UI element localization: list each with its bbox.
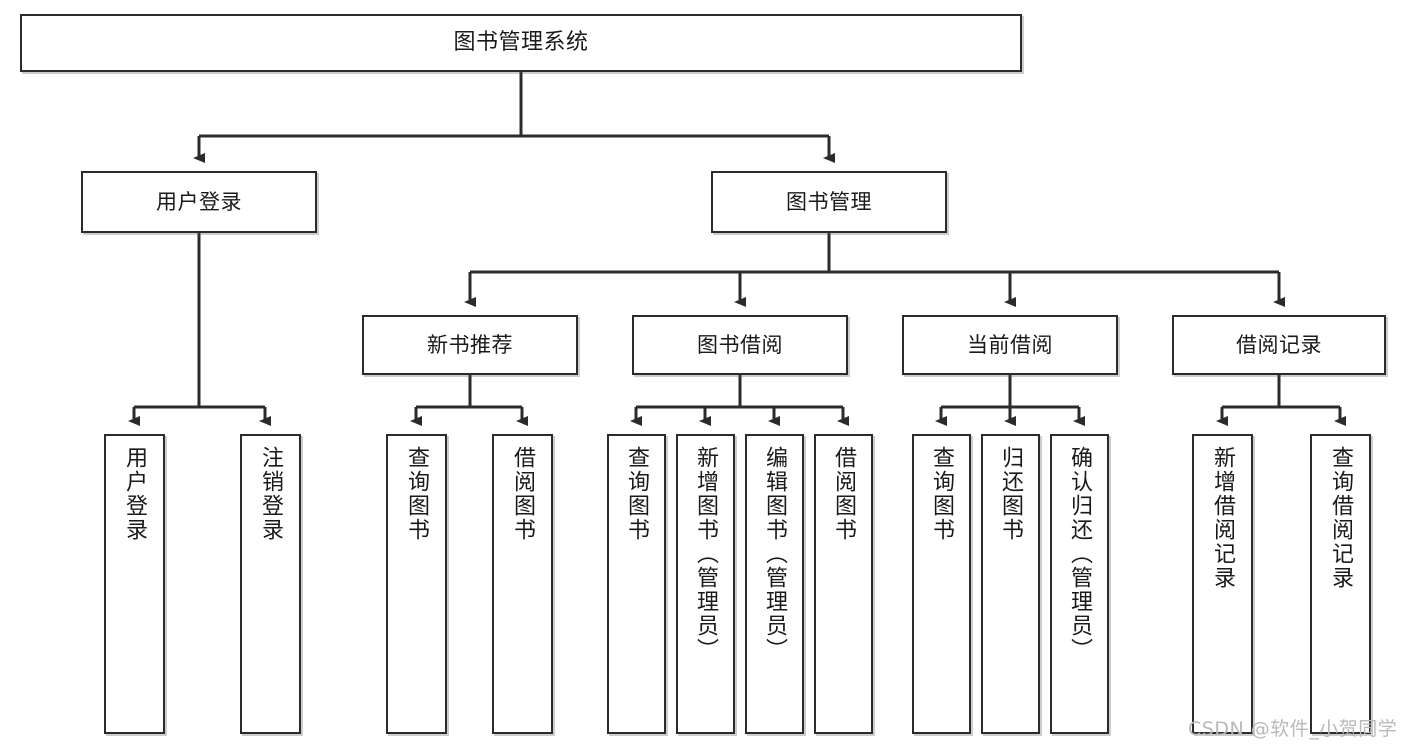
node-label: 新增借阅记录 bbox=[1210, 446, 1236, 590]
node-leaf-query-book-current[interactable]: 查询图书 bbox=[912, 434, 971, 734]
node-label: 新书推荐 bbox=[427, 332, 513, 357]
node-label: 注销登录 bbox=[258, 446, 284, 542]
node-label: 图书借阅 bbox=[697, 332, 783, 357]
csdn-watermark: CSDN @软件_小贺同学 bbox=[1188, 718, 1398, 740]
node-label: 当前借阅 bbox=[967, 332, 1053, 357]
node-leaf-edit-book-admin[interactable]: 编辑图书（管理员） bbox=[745, 434, 804, 734]
node-label: 查询借阅记录 bbox=[1328, 446, 1354, 590]
node-label: 查询图书 bbox=[624, 446, 650, 542]
node-label: 用户登录 bbox=[156, 189, 242, 214]
node-leaf-query-book-recommend[interactable]: 查询图书 bbox=[386, 434, 447, 734]
node-leaf-query-borrow-record[interactable]: 查询借阅记录 bbox=[1310, 434, 1371, 734]
node-new-book-recommendation[interactable]: 新书推荐 bbox=[362, 315, 578, 375]
node-leaf-borrow-book[interactable]: 借阅图书 bbox=[814, 434, 873, 734]
node-label: 借阅图书 bbox=[831, 446, 857, 542]
node-leaf-user-login[interactable]: 用户登录 bbox=[104, 434, 165, 734]
node-leaf-add-borrow-record[interactable]: 新增借阅记录 bbox=[1192, 434, 1253, 734]
node-book-management[interactable]: 图书管理 bbox=[711, 171, 947, 233]
node-label: 用户登录 bbox=[122, 446, 148, 542]
node-leaf-add-book-admin[interactable]: 新增图书（管理员） bbox=[676, 434, 735, 734]
node-label: 借阅记录 bbox=[1236, 332, 1322, 357]
node-leaf-borrow-book-recommend[interactable]: 借阅图书 bbox=[492, 434, 553, 734]
node-borrowing-record[interactable]: 借阅记录 bbox=[1172, 315, 1386, 375]
node-current-borrowing[interactable]: 当前借阅 bbox=[902, 315, 1118, 375]
node-label: 图书管理 bbox=[786, 189, 872, 214]
node-root-book-management-system[interactable]: 图书管理系统 bbox=[20, 14, 1022, 72]
node-label: 确认归还（管理员） bbox=[1067, 446, 1093, 662]
node-label: 图书管理系统 bbox=[453, 30, 589, 56]
node-label: 归还图书 bbox=[998, 446, 1024, 542]
node-leaf-confirm-return-admin[interactable]: 确认归还（管理员） bbox=[1050, 434, 1109, 734]
node-label: 编辑图书（管理员） bbox=[762, 446, 788, 662]
node-user-login[interactable]: 用户登录 bbox=[81, 171, 317, 233]
node-label: 查询图书 bbox=[929, 446, 955, 542]
node-leaf-query-book[interactable]: 查询图书 bbox=[607, 434, 666, 734]
node-leaf-return-book[interactable]: 归还图书 bbox=[981, 434, 1040, 734]
node-leaf-logout[interactable]: 注销登录 bbox=[240, 434, 301, 734]
node-label: 新增图书（管理员） bbox=[693, 446, 719, 662]
node-label: 借阅图书 bbox=[510, 446, 536, 542]
node-book-borrowing[interactable]: 图书借阅 bbox=[632, 315, 848, 375]
node-label: 查询图书 bbox=[404, 446, 430, 542]
